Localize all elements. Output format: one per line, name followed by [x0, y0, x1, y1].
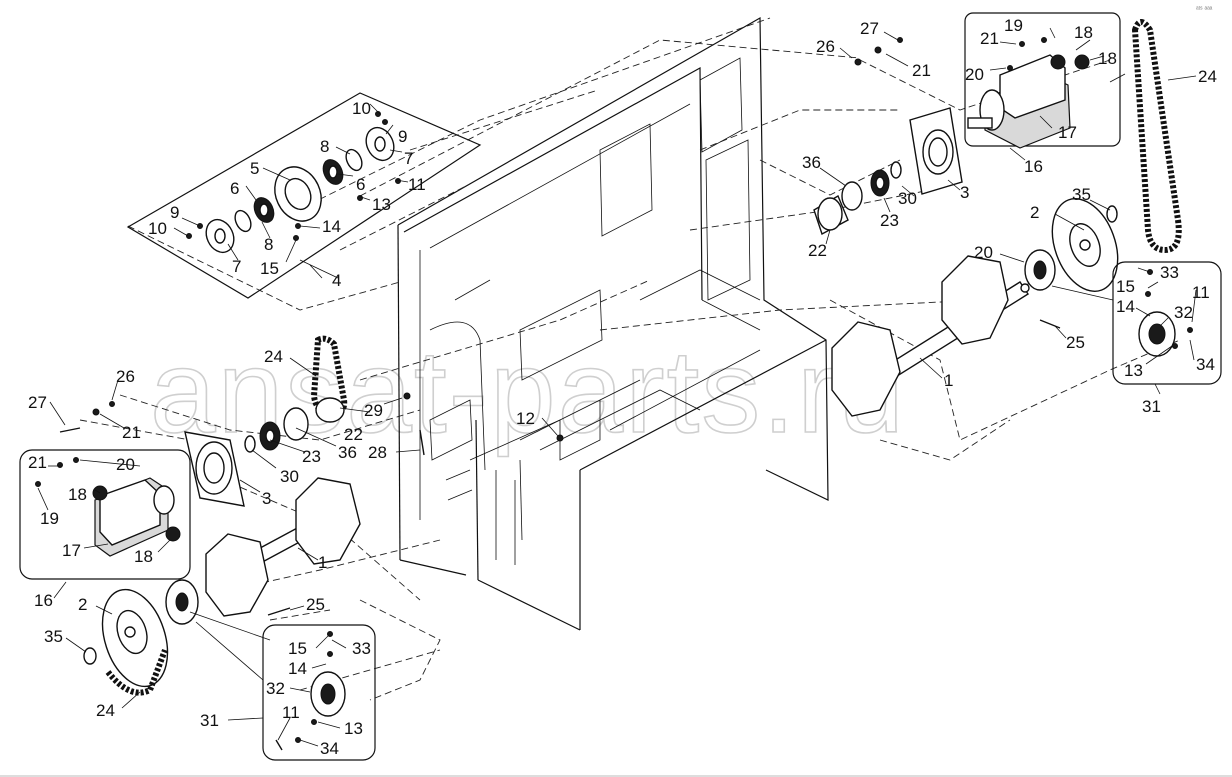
bearing-20-top — [1024, 249, 1056, 291]
motor-group-16-top — [964, 12, 1121, 149]
callout-27: 27 — [860, 19, 879, 38]
callout-14: 14 — [288, 659, 307, 678]
drive-flange-3-top — [813, 37, 963, 236]
callout-2: 2 — [1030, 203, 1039, 222]
callout-13: 13 — [344, 719, 363, 738]
bearing-kit-group-4 — [126, 92, 482, 299]
callout-10: 10 — [352, 99, 371, 118]
callout-18: 18 — [134, 547, 153, 566]
callout-8: 8 — [320, 137, 329, 156]
axle-sprocket-1-left — [205, 477, 361, 617]
callout-26: 26 — [816, 37, 835, 56]
callout-36: 36 — [338, 443, 357, 462]
callout-34: 34 — [1196, 355, 1215, 374]
callout-14: 14 — [1116, 297, 1135, 316]
callout-34: 34 — [320, 739, 339, 758]
callout-25: 25 — [1066, 333, 1085, 352]
callout-9: 9 — [170, 203, 179, 222]
callout-14: 14 — [322, 217, 341, 236]
callout-18: 18 — [1074, 23, 1093, 42]
callout-19: 19 — [1004, 16, 1023, 35]
chassis-frame — [397, 16, 829, 631]
callout-8: 8 — [264, 235, 273, 254]
callout-15: 15 — [1116, 277, 1135, 296]
callout-23: 23 — [880, 211, 899, 230]
callout-25: 25 — [306, 595, 325, 614]
callout-3: 3 — [262, 489, 271, 508]
corner-mark: ᵃᵗˢ ᵃᵃᵃ — [1196, 6, 1213, 13]
callout-13: 13 — [372, 195, 391, 214]
callout-35: 35 — [1072, 185, 1091, 204]
callout-20: 20 — [116, 455, 135, 474]
motor-group-16-left — [19, 449, 191, 580]
callout-32: 32 — [1174, 303, 1193, 322]
callout-labels: 10 9 8 7 5 6 6 11 13 9 10 8 14 7 15 4 27… — [28, 16, 1217, 758]
callout-18: 18 — [68, 485, 87, 504]
callout-16: 16 — [1024, 157, 1043, 176]
callout-33: 33 — [352, 639, 371, 658]
callout-17: 17 — [62, 541, 81, 560]
callout-21: 21 — [980, 29, 999, 48]
callout-21: 21 — [912, 61, 931, 80]
callout-17: 17 — [1058, 123, 1077, 142]
callout-16: 16 — [34, 591, 53, 610]
drive-chain-24-top — [1131, 19, 1182, 254]
center-drive-parts — [59, 335, 564, 456]
callout-30: 30 — [280, 467, 299, 486]
callout-21: 21 — [28, 453, 47, 472]
callout-30: 30 — [898, 189, 917, 208]
callout-24: 24 — [96, 701, 115, 720]
pin-25-left — [267, 607, 291, 616]
callout-36: 36 — [802, 153, 821, 172]
callout-32: 32 — [266, 679, 285, 698]
callout-3: 3 — [960, 183, 969, 202]
callout-24: 24 — [1198, 67, 1217, 86]
callout-20: 20 — [965, 65, 984, 84]
bearing-group-31-top — [1051, 261, 1222, 385]
callout-1: 1 — [318, 553, 327, 572]
callout-27: 27 — [28, 393, 47, 412]
callout-15: 15 — [260, 259, 279, 278]
callout-11: 11 — [282, 703, 300, 722]
callout-13: 13 — [1124, 361, 1143, 380]
callout-1: 1 — [944, 371, 953, 390]
callout-2: 2 — [78, 595, 87, 614]
callout-9: 9 — [398, 127, 407, 146]
callout-7: 7 — [404, 149, 413, 168]
callout-20: 20 — [974, 243, 993, 262]
callout-23: 23 — [302, 447, 321, 466]
axle-sprocket-1-top — [831, 255, 1030, 417]
callout-5: 5 — [250, 159, 259, 178]
callout-6: 6 — [356, 175, 365, 194]
callout-18: 18 — [1098, 49, 1117, 68]
sprocket-2-left — [83, 588, 169, 696]
callout-19: 19 — [40, 509, 59, 528]
callout-35: 35 — [44, 627, 63, 646]
callout-12: 12 — [516, 409, 535, 428]
callout-15: 15 — [288, 639, 307, 658]
callout-24: 24 — [264, 347, 283, 366]
leader-lines — [37, 27, 1197, 747]
callout-22: 22 — [808, 241, 827, 260]
drive-flange-3-left — [184, 431, 245, 507]
callout-31: 31 — [1142, 397, 1161, 416]
callout-28: 28 — [368, 443, 387, 462]
callout-33: 33 — [1160, 263, 1179, 282]
callout-11: 11 — [1192, 283, 1210, 302]
callout-29: 29 — [364, 401, 383, 420]
callout-26: 26 — [116, 367, 135, 386]
callout-4: 4 — [332, 271, 341, 290]
callout-7: 7 — [232, 257, 241, 276]
bearing-20-left — [165, 579, 199, 625]
pin-25-top — [1039, 319, 1061, 329]
callout-6: 6 — [230, 179, 239, 198]
callout-10: 10 — [148, 219, 167, 238]
bearing-group-31-left — [189, 611, 376, 761]
callout-21: 21 — [122, 423, 141, 442]
callout-22: 22 — [344, 425, 363, 444]
callout-31: 31 — [200, 711, 219, 730]
callout-11: 11 — [408, 175, 426, 194]
